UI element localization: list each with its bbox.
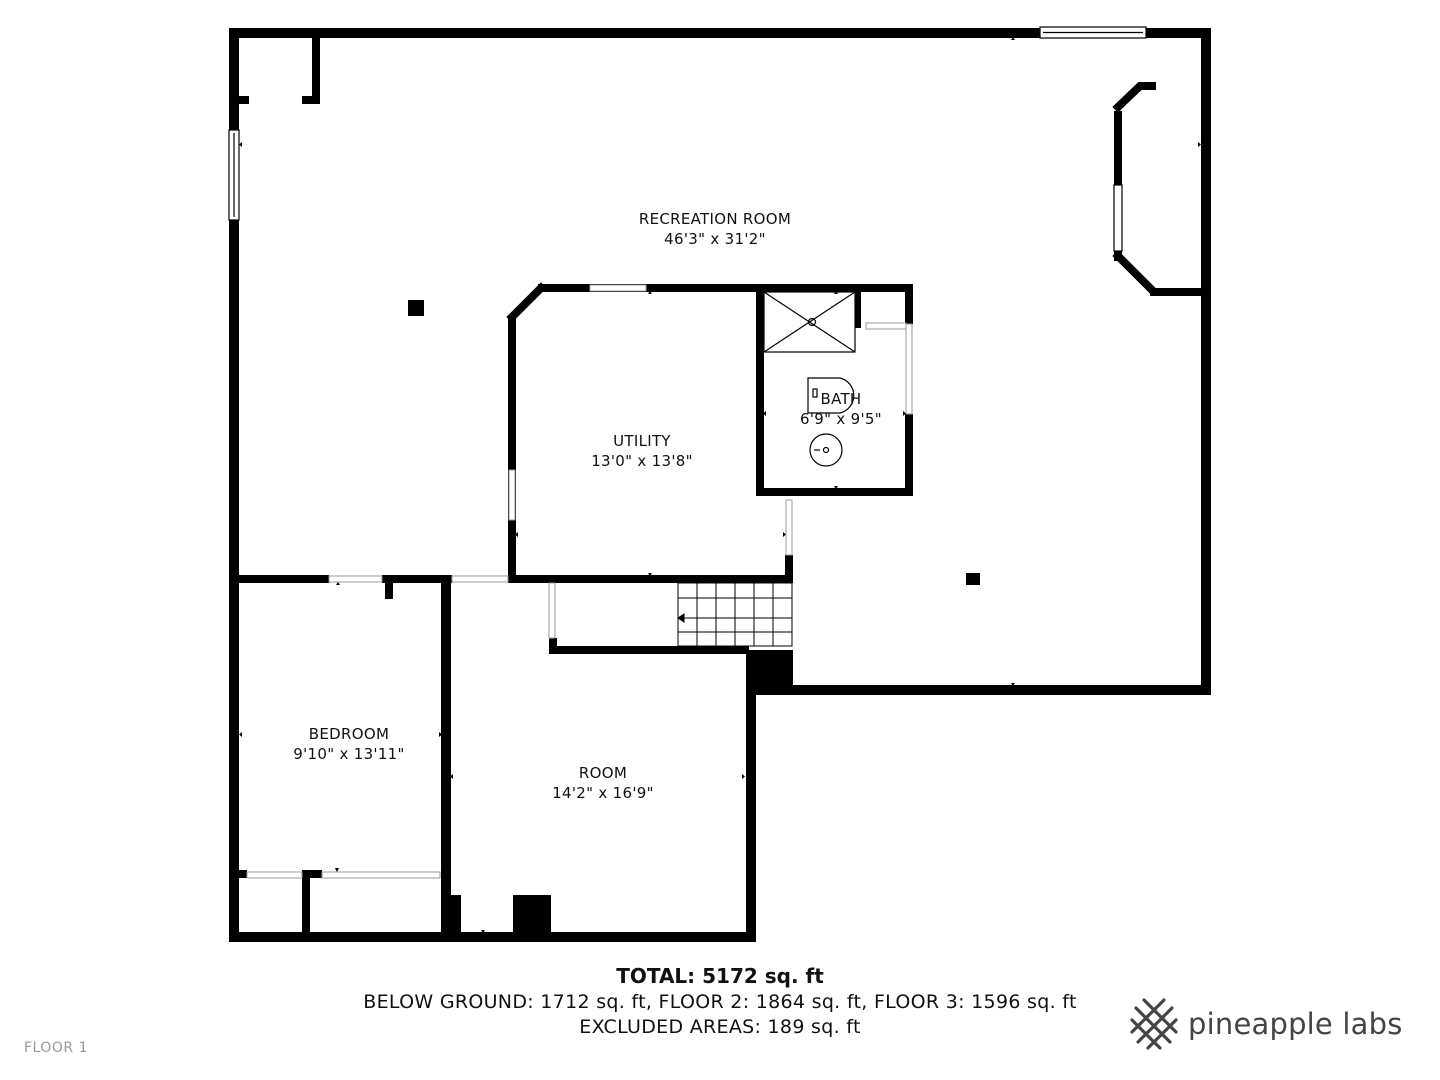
room-name: UTILITY [613, 432, 671, 450]
room-name: RECREATION ROOM [638, 210, 792, 228]
total-area: TOTAL: 5172 sq. ft [616, 964, 824, 988]
shower-icon [763, 291, 856, 353]
room-label-recreation: RECREATION ROOM 46'3" x 31'2" [639, 209, 791, 249]
door-openings [246, 284, 913, 879]
stairs [677, 582, 793, 647]
brand-name: pineapple labs [1188, 1007, 1403, 1041]
room-size: 14'2" x 16'9" [552, 784, 654, 802]
room-size: 9'10" x 13'11" [293, 745, 405, 763]
windows [228, 26, 1147, 252]
excluded-areas: EXCLUDED AREAS: 189 sq. ft [579, 1016, 861, 1038]
floor-tag: FLOOR 1 [24, 1040, 88, 1056]
brand-logo: pineapple labs [1130, 996, 1403, 1052]
toilet-icon [807, 377, 855, 414]
pineapple-lattice-icon [1130, 998, 1178, 1050]
bath-fixtures [763, 291, 856, 467]
floor-areas: BELOW GROUND: 1712 sq. ft, FLOOR 2: 1864… [363, 991, 1077, 1013]
room-name: BATH [820, 390, 862, 408]
room-label-room: ROOM 14'2" x 16'9" [552, 763, 654, 803]
area-summary: TOTAL: 5172 sq. ft BELOW GROUND: 1712 sq… [0, 962, 1440, 1040]
room-name: BEDROOM [308, 725, 390, 743]
room-size: 46'3" x 31'2" [664, 230, 766, 248]
angled-walls [506, 82, 1158, 323]
dimension-ticks [239, 37, 1201, 933]
room-label-bedroom: BEDROOM 9'10" x 13'11" [293, 724, 404, 764]
room-name: ROOM [578, 764, 628, 782]
room-label-bath: BATH 6'9" x 9'5" [800, 389, 882, 429]
room-label-utility: UTILITY 13'0" x 13'8" [591, 431, 693, 471]
walls [229, 28, 1211, 942]
room-size: 13'0" x 13'8" [591, 452, 693, 470]
sink-icon [809, 433, 843, 467]
room-size: 6'9" x 9'5" [800, 410, 882, 428]
